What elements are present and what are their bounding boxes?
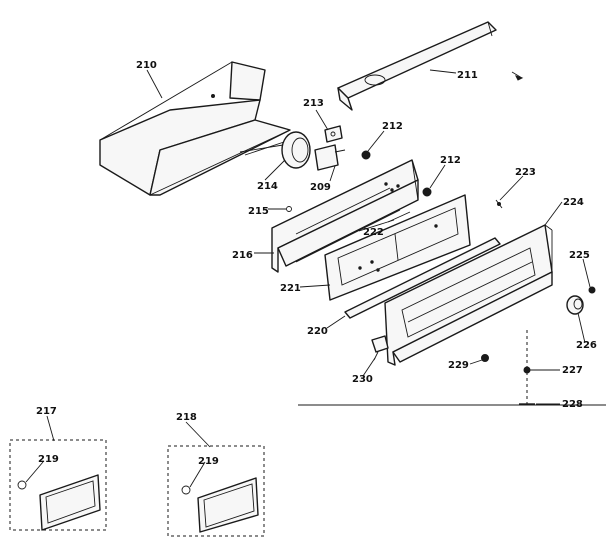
callout-labels: 210 211 213 212 212 214 209 215 222 216 … [36,60,597,467]
callout-213: 213 [303,98,324,109]
callout-216: 216 [232,250,253,261]
callout-227: 227 [562,365,583,376]
callout-219-a: 219 [38,454,59,465]
callout-223: 223 [515,167,536,178]
part-214-dial [239,131,311,169]
part-215-screw [286,206,292,212]
leader-lines [25,69,591,488]
part-218-kit [167,445,265,537]
callout-215: 215 [248,206,269,217]
callout-220: 220 [307,326,328,337]
part-210-tray [99,61,291,196]
callout-212-a: 212 [382,121,403,132]
part-226-knob [566,295,584,315]
callout-229: 229 [448,360,469,371]
callout-210: 210 [136,60,157,71]
callout-209: 209 [310,182,331,193]
part-213-bracket [324,125,343,143]
callout-225: 225 [569,250,590,261]
callout-218: 218 [176,412,197,423]
callout-226: 226 [576,340,597,351]
callout-228: 228 [562,399,583,410]
part-223-screw [495,199,503,209]
part-217-kit [9,439,107,531]
callout-221: 221 [280,283,301,294]
callout-217: 217 [36,406,57,417]
part-211-trim-strip [337,21,497,111]
part-212-nut-b [422,187,432,197]
callout-230: 230 [352,374,373,385]
callout-222: 222 [363,227,384,238]
part-225-screw [588,286,596,294]
part-212-nut-a [361,150,371,160]
callout-211: 211 [457,70,478,81]
callout-224: 224 [563,197,584,208]
part-220-rail [344,237,501,319]
callout-214: 214 [257,181,278,192]
callout-219-b: 219 [198,456,219,467]
part-209-switch [314,144,346,171]
part-230-clip [371,335,389,361]
part-227-washer [523,366,531,374]
part-229-screw [481,354,489,362]
callout-212-b: 212 [440,155,461,166]
part-216-control-frame [271,159,419,273]
